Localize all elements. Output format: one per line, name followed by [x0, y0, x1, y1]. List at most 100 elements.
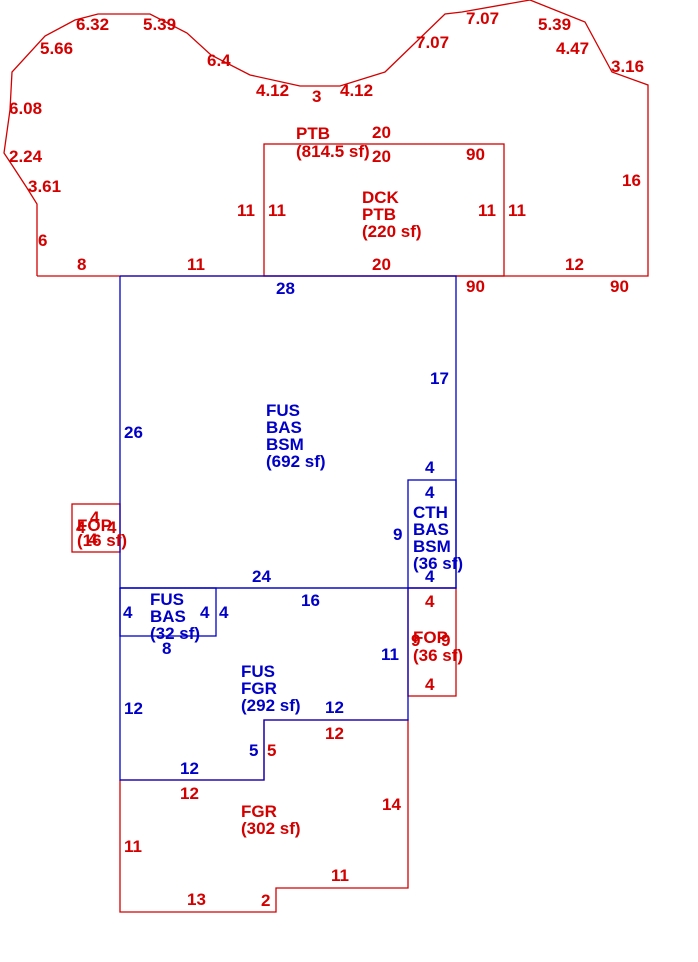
ptb-outline — [3, 0, 649, 277]
dimension-label: 7.07 — [416, 33, 449, 52]
dimension-label: 4 — [200, 603, 210, 622]
dimension-label: 90 — [466, 277, 485, 296]
area-fop-right-line-1: (36 sf) — [413, 646, 463, 665]
area-fus-fgr-line-2: (292 sf) — [241, 696, 301, 715]
dimension-label: 5.39 — [538, 15, 571, 34]
dimension-label: 8 — [77, 255, 86, 274]
dimension-label: 4 — [425, 458, 435, 477]
dimension-label: 4 — [425, 675, 435, 694]
area-fop-left-line-0: FOP — [77, 516, 112, 535]
dimension-label: 11 — [331, 866, 349, 885]
dimension-label: 16 — [622, 171, 641, 190]
dimension-label: 20 — [372, 123, 391, 142]
dimension-label: 6.32 — [76, 15, 109, 34]
area-label-fus-fgr: FUS FGR (292 sf) — [241, 662, 301, 715]
area-fus-main-line-1: BAS — [266, 418, 302, 437]
dimension-label: 12 — [180, 759, 199, 778]
dimension-label: 16 — [301, 591, 320, 610]
dimension-label: 28 — [276, 279, 295, 298]
area-label-fgr: FGR (302 sf) — [241, 802, 301, 838]
area-fus-main-line-3: (692 sf) — [266, 452, 326, 471]
area-fop-left-line-1: (16 sf) — [77, 531, 127, 550]
dimension-label: 2 — [261, 891, 270, 910]
area-dck-line-0: DCK — [362, 188, 400, 207]
dimension-label: 90 — [466, 145, 485, 164]
area-cth-line-1: BAS — [413, 520, 449, 539]
area-fus-fgr-line-0: FUS — [241, 662, 275, 681]
dimension-label: 4 — [107, 518, 117, 537]
dimension-label: 5.66 — [40, 39, 73, 58]
dimension-label: 24 — [252, 567, 271, 586]
area-cth-line-0: CTH — [413, 503, 448, 522]
dimension-label: 11 — [187, 255, 205, 274]
dimension-label: 8 — [162, 639, 171, 658]
dimension-label: 4 — [425, 483, 435, 502]
dimension-label: 14 — [382, 795, 401, 814]
dimension-label: 4.12 — [340, 81, 373, 100]
dimension-label: 11 — [268, 201, 286, 220]
dimension-label: 4.12 — [256, 81, 289, 100]
area-dck-line-2: (220 sf) — [362, 222, 422, 241]
dimension-label: 6.08 — [9, 99, 42, 118]
dimension-label: 12 — [325, 698, 344, 717]
dimension-label: 11 — [381, 645, 399, 664]
area-label-ptb: PTB (814.5 sf) — [296, 124, 370, 161]
dimension-label: 4 — [123, 603, 133, 622]
area-label-fop-right: FOP (36 sf) — [413, 628, 463, 665]
dimension-label: 9 — [441, 631, 450, 650]
dimension-label: 90 — [610, 277, 629, 296]
dimension-label: 4 — [76, 518, 86, 537]
area-label-dck: DCK PTB (220 sf) — [362, 188, 422, 241]
dimension-label: 6.4 — [207, 51, 231, 70]
dimension-label: 20 — [372, 147, 391, 166]
dimension-label: 9 — [411, 631, 420, 650]
dimension-label: 20 — [372, 255, 391, 274]
area-fop-right-line-0: FOP — [413, 628, 448, 647]
dimension-label: 4.47 — [556, 39, 589, 58]
dimension-label: 5 — [249, 741, 258, 760]
dimension-label: 11 — [508, 201, 526, 220]
area-fus-small-line-2: (32 sf) — [150, 624, 200, 643]
area-label-cth: CTH BAS BSM (36 sf) — [413, 503, 463, 573]
area-fgr-line-0: FGR — [241, 802, 277, 821]
dimension-label: 13 — [187, 890, 206, 909]
red-dimension-labels: 6.32 5.39 5.66 6.4 4.12 3 4.12 7.07 7.07… — [9, 9, 644, 910]
area-label-fus-main: FUS BAS BSM (692 sf) — [266, 401, 326, 471]
dimension-label: 12 — [180, 784, 199, 803]
area-ptb-line-0: PTB — [296, 124, 330, 143]
area-ptb-line-1: (814.5 sf) — [296, 142, 370, 161]
area-cth-line-3: (36 sf) — [413, 554, 463, 573]
fus-fgr-outline — [119, 587, 409, 781]
area-dck-line-1: PTB — [362, 205, 396, 224]
area-cth-line-2: BSM — [413, 537, 451, 556]
area-fgr-line-1: (302 sf) — [241, 819, 301, 838]
area-fus-small-line-1: BAS — [150, 607, 186, 626]
dimension-label: 4 — [425, 567, 435, 586]
dimension-label: 2.24 — [9, 147, 43, 166]
dimension-label: 6 — [38, 231, 47, 250]
area-fus-main-line-0: FUS — [266, 401, 300, 420]
dimension-label: 3.61 — [28, 177, 61, 196]
dimension-label: 4 — [88, 530, 98, 549]
dimension-label: 11 — [124, 837, 142, 856]
dimension-label: 7.07 — [466, 9, 499, 28]
area-label-fus-small: FUS BAS (32 sf) — [150, 590, 200, 643]
dimension-label: 11 — [237, 201, 255, 220]
area-fus-small-line-0: FUS — [150, 590, 184, 609]
cth-outline — [407, 479, 457, 589]
dimension-label: 4 — [425, 592, 435, 611]
dimension-label: 12 — [325, 724, 344, 743]
dimension-label: 3 — [312, 87, 321, 106]
area-label-fop-left: FOP (16 sf) — [77, 516, 127, 550]
dimension-label: 4 — [219, 603, 229, 622]
dimension-label: 5.39 — [143, 15, 176, 34]
dimension-label: 5 — [267, 741, 276, 760]
area-fus-main-line-2: BSM — [266, 435, 304, 454]
dimension-label: 17 — [430, 369, 449, 388]
dimension-label: 9 — [393, 525, 402, 544]
blue-dimension-labels: 28 17 26 4 4 9 4 24 16 4 4 4 8 11 12 12 … — [123, 279, 449, 778]
dimension-label: 4 — [90, 508, 100, 527]
area-fus-fgr-line-1: FGR — [241, 679, 277, 698]
dimension-label: 12 — [124, 699, 143, 718]
